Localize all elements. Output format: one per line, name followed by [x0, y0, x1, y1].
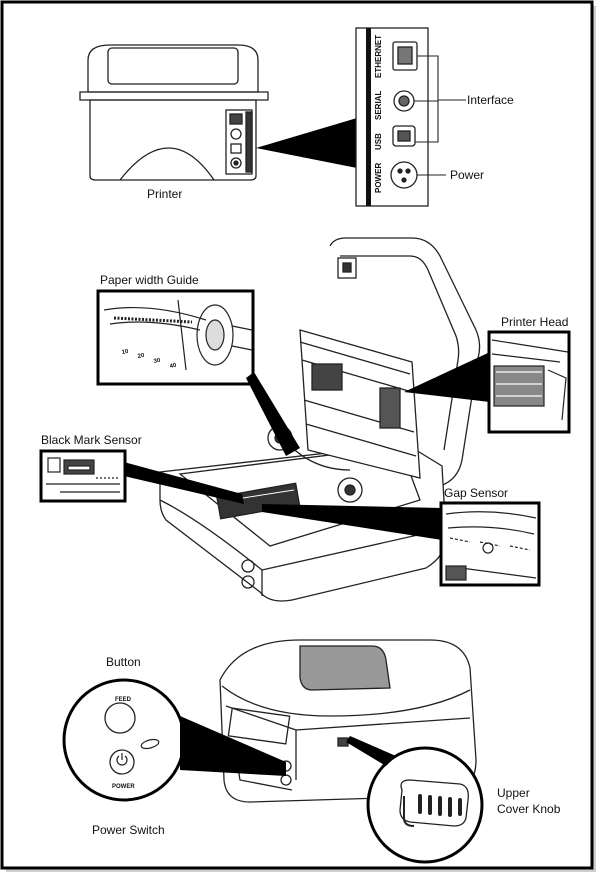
- paper-width-guide-inset: 10 20 30 40: [96, 289, 255, 386]
- power-port-label: POWER: [374, 163, 383, 193]
- zoom-pointer-printer-head: [404, 352, 490, 402]
- zoom-pointer-knob: [346, 736, 396, 766]
- interface-bracket: [414, 55, 466, 143]
- upper-cover-knob-label-line2: Cover Knob: [497, 802, 561, 816]
- zoom-pointer-gap-sensor: [262, 504, 442, 540]
- power-button-icon: [109, 749, 135, 775]
- zoom-pointer-interface: [256, 118, 357, 168]
- power-label: Power: [450, 168, 484, 182]
- printer-label: Printer: [147, 187, 182, 201]
- feed-button-icon: [104, 702, 136, 734]
- upper-cover-knob-label-line1: Upper: [497, 786, 530, 800]
- guide-scale-10: 10: [121, 349, 129, 356]
- ethernet-port-label: ETHERNET: [374, 35, 383, 78]
- feed-button-label: FEED: [115, 697, 132, 703]
- serial-port-label: SERIAL: [374, 91, 383, 120]
- paper-width-guide-label: Paper width Guide: [100, 273, 199, 287]
- zoom-pointer-black-mark: [124, 462, 244, 504]
- black-mark-sensor-inset: [39, 449, 127, 503]
- power-switch-label: Power Switch: [92, 823, 165, 837]
- power-button-label: POWER: [112, 784, 135, 790]
- usb-port-label: USB: [374, 133, 383, 150]
- printer-open-view: [159, 237, 481, 602]
- guide-scale-40: 40: [169, 363, 177, 370]
- zoom-pointer-button: [180, 716, 286, 776]
- printer-rear-view: [79, 44, 269, 181]
- guide-scale-20: 20: [137, 353, 145, 360]
- upper-cover-knob-inset: [366, 746, 484, 864]
- guide-scale-30: 30: [153, 358, 161, 365]
- button-label: Button: [106, 655, 141, 669]
- interface-panel: [355, 27, 429, 207]
- gap-sensor-label: Gap Sensor: [444, 486, 508, 500]
- printer-head-label: Printer Head: [501, 315, 568, 329]
- gap-sensor-inset: [439, 501, 541, 587]
- zoom-pointer-paper-guide: [246, 372, 300, 456]
- black-mark-sensor-label: Black Mark Sensor: [41, 433, 142, 447]
- interface-label: Interface: [467, 93, 514, 107]
- printer-head-inset: [487, 330, 571, 434]
